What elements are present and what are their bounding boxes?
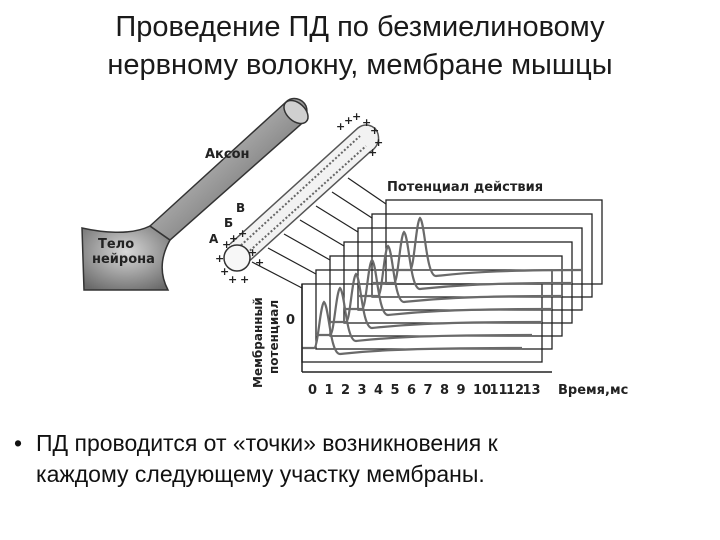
time-tick-label: 11 [490,383,508,398]
title-line-1: Проведение ПД по безмиелиновому [115,11,605,43]
svg-text:+: + [228,273,237,286]
svg-text:+: + [374,136,383,149]
membrane-tube [223,124,380,272]
label-membrane-line2: потенциал [267,300,281,374]
action-potential-curve [372,230,573,291]
action-potential-curve [358,244,563,304]
time-tick-label: 7 [424,383,433,398]
time-tick-label: 8 [440,383,449,398]
svg-text:+: + [222,238,231,251]
label-point-v: В [236,201,245,215]
label-point-a: А [209,232,219,246]
label-membrane: Мембранный потенциал [251,297,281,388]
time-tick-label: 13 [523,383,541,398]
action-potential-curve [330,272,543,330]
time-tick-label: 3 [358,383,367,398]
svg-text:+: + [352,110,361,123]
svg-text:+: + [344,114,353,127]
projection-line [299,219,345,247]
svg-text:+: + [368,146,377,159]
svg-text:+: + [336,120,345,133]
bullet-item: ПД проводится от «точки» возникновения к… [36,428,704,490]
time-tick-label: 5 [391,383,400,398]
time-tick-label: 6 [407,383,416,398]
bullet-line-2: каждому следующему участку мембраны. [36,461,485,487]
svg-text:+: + [238,227,247,240]
title-line-2: нервному волокну, мембране мышцы [107,49,613,81]
svg-text:+: + [362,116,371,129]
action-potential-curve [386,216,583,278]
action-potential-curve [344,258,553,317]
projection-line [347,177,387,205]
action-potential-curve [316,286,533,343]
time-tick-label: 4 [374,383,383,398]
label-time: Время,мс [558,383,628,398]
potential-boxes [301,199,603,363]
bullet-line-1: ПД проводится от «точки» возникновения к [36,430,498,456]
svg-text:+: + [248,246,257,259]
projection-line [283,233,331,261]
svg-text:+: + [370,124,379,137]
svg-text:+: + [255,256,264,269]
membrane-charges: +++ +++ +++ +++ +++ + [215,110,383,286]
time-tick-label: 0 [308,383,317,398]
svg-text:+: + [215,252,224,265]
label-membrane-line1: Мембранный [251,297,265,388]
action-potential-curves [302,216,583,356]
bullet-marker: • [14,430,23,456]
label-body-line1: Тело [98,237,134,252]
time-tick-label: 1 [325,383,334,398]
svg-text:+: + [220,265,229,278]
conduction-diagram: +++ +++ +++ +++ +++ + Аксон Тело нейрона… [81,97,628,398]
time-axis [301,284,552,373]
projection-lines [251,177,387,289]
time-tick-label: 2 [341,383,350,398]
time-tick-label: 10 [473,383,491,398]
projection-line [331,191,373,219]
label-axon: Аксон [205,147,250,162]
svg-text:+: + [240,273,249,286]
bullet-list: • ПД проводится от «точки» возникновения… [14,428,704,490]
label-body-line2: нейрона [92,252,155,267]
label-point-b: Б [224,216,233,230]
projection-line [267,247,317,275]
label-zero: 0 [286,313,295,328]
svg-text:+: + [229,232,238,245]
action-potential-curve [302,300,523,356]
label-action-potential: Потенциал действия [387,180,543,195]
time-tick-label: 9 [457,383,466,398]
projection-line [315,205,359,233]
time-tick-label: 12 [506,383,524,398]
projection-line [251,261,303,289]
axon-cylinder [148,97,309,241]
slide-title: Проведение ПД по безмиелиновому нервному… [20,8,700,84]
